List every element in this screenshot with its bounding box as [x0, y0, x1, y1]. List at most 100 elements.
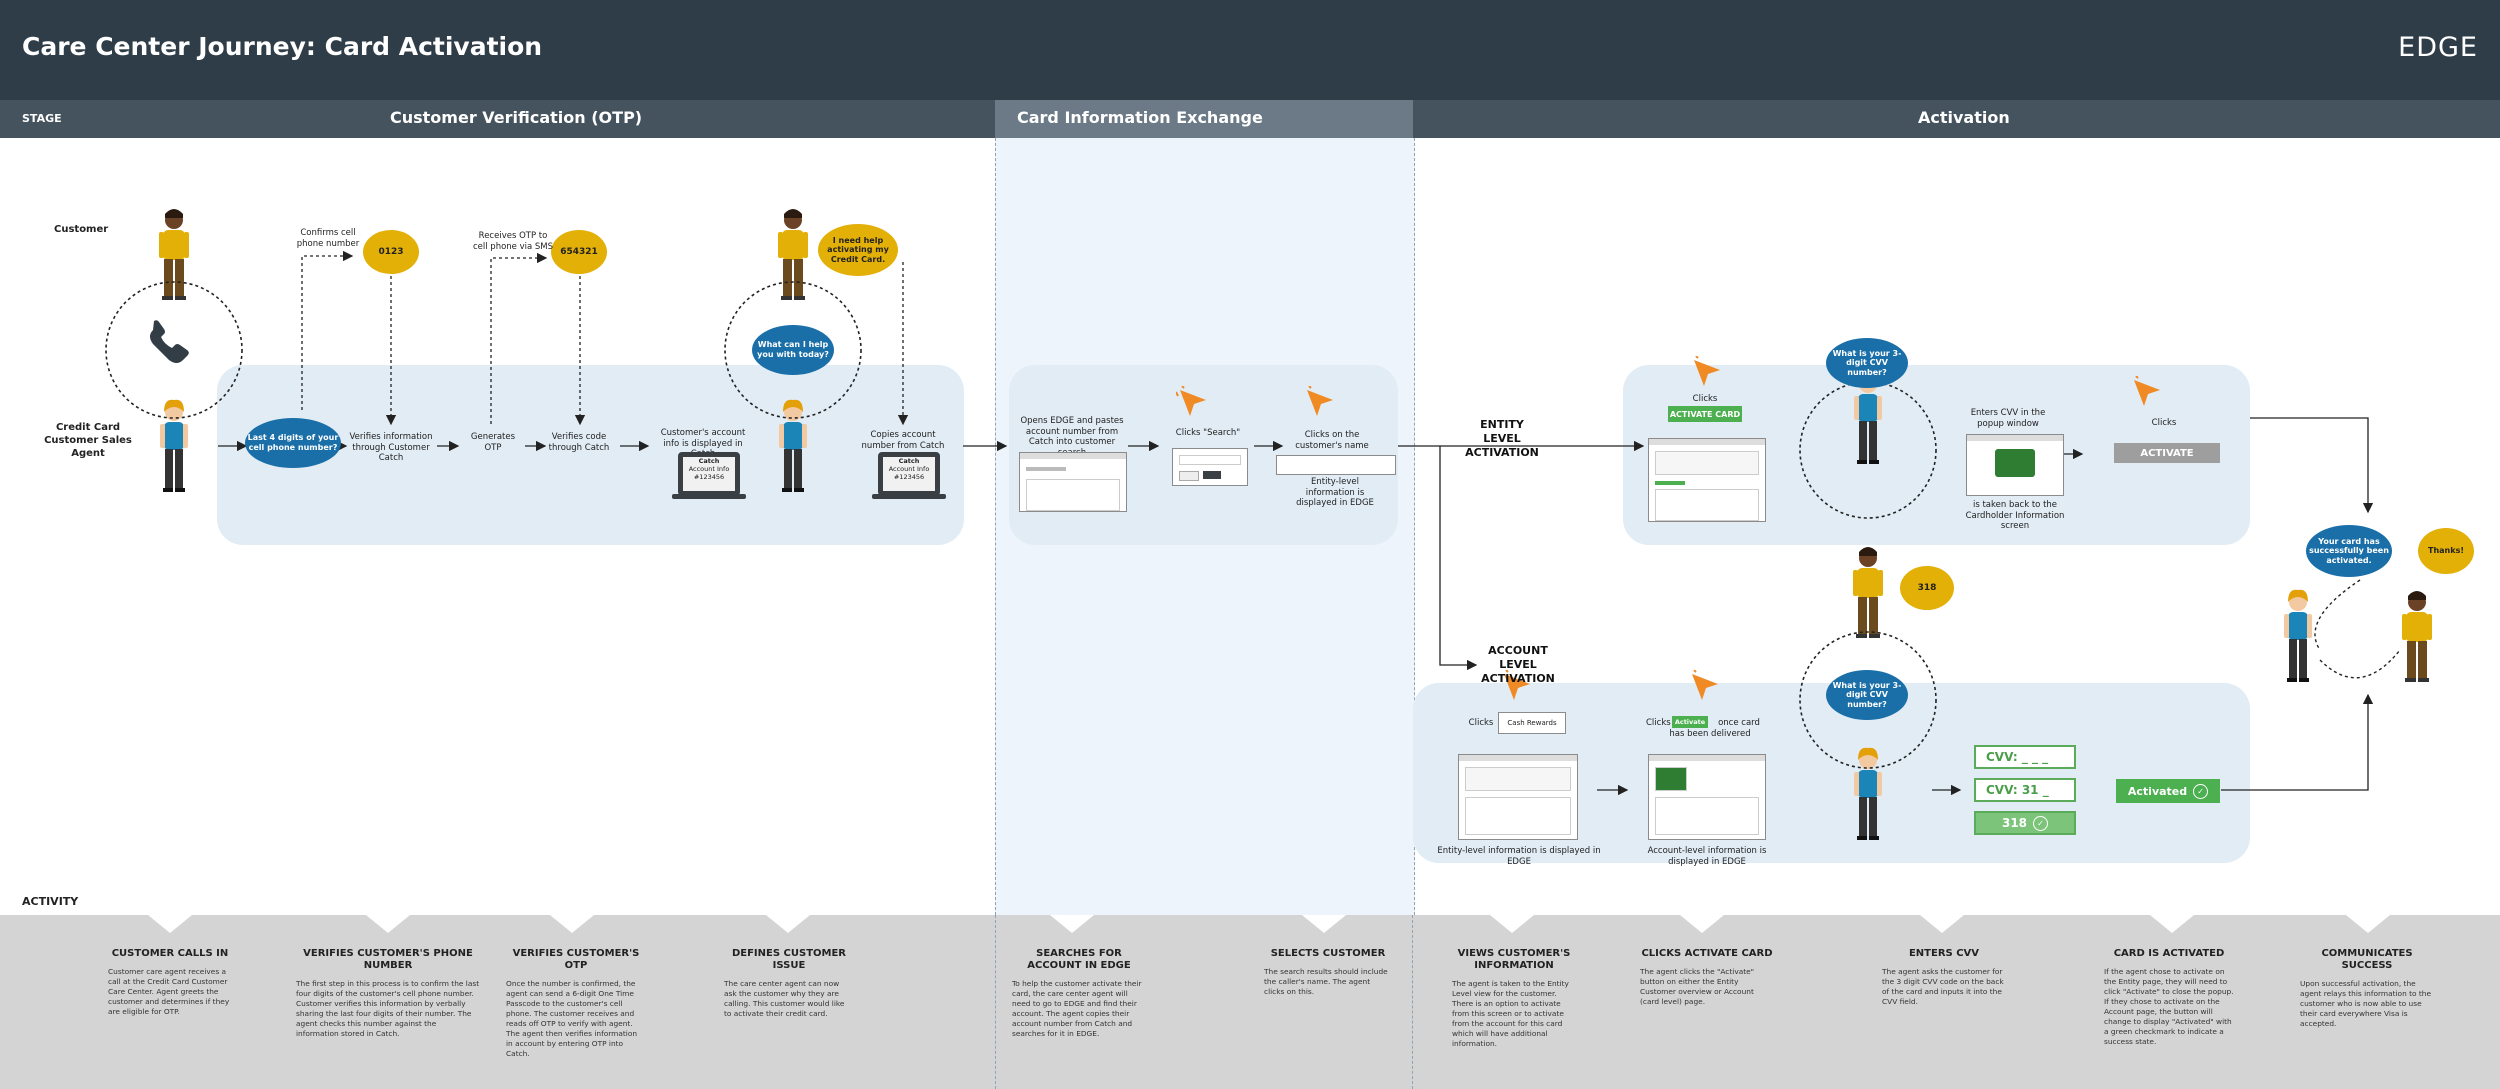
caption-account-displayed: Account-level information is displayed i…	[1647, 846, 1767, 867]
activity-notch	[1050, 915, 1094, 933]
caption-receives-otp: Receives OTP to cell phone via SMS	[472, 231, 554, 252]
entity-level-label: ENTITY LEVEL ACTIVATION	[1465, 418, 1539, 459]
activity-title: DEFINES CUSTOMER ISSUE	[731, 948, 847, 971]
caption-once-card: once card has been delivered	[1669, 718, 1760, 739]
laptop-title: Catch	[698, 457, 720, 465]
edge-results-row	[1276, 455, 1396, 475]
activity-item: VERIFIES CUSTOMER'S OTP Once the number …	[506, 948, 646, 1059]
activity-title: SELECTS CUSTOMER	[1270, 948, 1386, 959]
role-agent: Credit Card Customer Sales Agent	[44, 422, 132, 459]
activity-title: VIEWS CUSTOMER'S INFORMATION	[1457, 948, 1571, 971]
activity-notch	[148, 915, 192, 933]
brand-logo: EDGE	[2398, 32, 2478, 63]
activity-desc: The agent clicks the "Activate" button o…	[1640, 967, 1755, 1006]
page-title: Care Center Journey: Card Activation	[22, 32, 543, 61]
stage-highlight	[995, 100, 1413, 138]
activity-title: SEARCHES FOR ACCOUNT IN EDGE	[1027, 948, 1131, 971]
bubble-cvv-question-entity: What is your 3-digit CVV number?	[1826, 338, 1908, 388]
activity-desc: Customer care agent receives a call at t…	[108, 967, 230, 1016]
activity-desc: Once the number is confirmed, the agent …	[506, 979, 638, 1058]
activity-item: CARD IS ACTIVATED If the agent chose to …	[2104, 948, 2234, 1047]
cvv-field-empty[interactable]: CVV: _ _ _	[1974, 745, 2076, 769]
activity-title: COMMUNICATES SUCCESS	[2321, 948, 2413, 971]
agent-lane-verification	[217, 365, 964, 545]
activity-desc: To help the customer activate their card…	[1012, 979, 1142, 1038]
stage-activation: Activation	[1918, 108, 2010, 127]
activate-button[interactable]: ACTIVATE	[2114, 443, 2220, 463]
bubble-help-you: What can I help you with today?	[752, 325, 834, 375]
edge-account-screen	[1648, 754, 1766, 840]
activated-button[interactable]: Activated ✓	[2116, 779, 2220, 803]
activity-notch	[1490, 915, 1534, 933]
activity-item: CLICKS ACTIVATE CARD The agent clicks th…	[1640, 948, 1774, 1007]
cash-rewards-link[interactable]: Cash Rewards	[1498, 712, 1566, 734]
activity-title: CARD IS ACTIVATED	[2113, 948, 2225, 959]
activity-notch	[2346, 915, 2390, 933]
laptop-number: #123456	[893, 473, 925, 481]
caption-clicks-search: Clicks "Search"	[1175, 428, 1241, 438]
cvv-field-partial[interactable]: CVV: 31 _	[1974, 778, 2076, 802]
activity-desc: The care center agent can now ask the cu…	[724, 979, 845, 1018]
activate-card-button[interactable]: ACTIVATE CARD	[1668, 406, 1742, 422]
cvv-field-complete[interactable]: 318 ✓	[1974, 811, 2076, 835]
activate-small-button[interactable]: Activate	[1672, 716, 1708, 728]
activity-desc: Upon successful activation, the agent re…	[2300, 979, 2432, 1028]
activity-notch	[1302, 915, 1346, 933]
cursor-icon	[2134, 376, 2160, 406]
caption-verifies-info: Verifies information through Customer Ca…	[349, 432, 433, 464]
bubble-success: Your card has successfully been activate…	[2306, 525, 2392, 577]
laptop-line: Account Info	[888, 465, 930, 473]
activity-title: VERIFIES CUSTOMER'S PHONE NUMBER	[303, 948, 473, 971]
bubble-cvv-question-account: What is your 3-digit CVV number?	[1826, 670, 1908, 720]
activity-title: ENTERS CVV	[1908, 948, 1980, 959]
caption-clicks-4: Clicks	[1646, 718, 1671, 728]
activity-item: DEFINES CUSTOMER ISSUE The care center a…	[724, 948, 854, 1019]
edge-search-popup	[1172, 448, 1248, 486]
cvv-popup-screen	[1966, 434, 2064, 496]
activity-title: CLICKS ACTIVATE CARD	[1641, 948, 1773, 959]
cursor-icon	[1307, 386, 1333, 416]
edge-entity-screen	[1648, 438, 1766, 522]
activity-label: ACTIVITY	[22, 895, 79, 908]
cursor-icon	[1176, 386, 1206, 416]
laptop-title: Catch	[898, 457, 920, 465]
header-bar	[0, 0, 2500, 100]
activity-desc: The search results should include the ca…	[1264, 967, 1388, 996]
activity-notch	[2150, 915, 2194, 933]
caption-taken-back: is taken back to the Cardholder Informat…	[1965, 500, 2065, 532]
activity-item: SEARCHES FOR ACCOUNT IN EDGE To help the…	[1012, 948, 1146, 1039]
check-circle-icon: ✓	[2193, 783, 2209, 799]
caption-confirms: Confirms cell phone number	[296, 228, 360, 249]
bubble-cvv-answer: 318	[1900, 566, 1954, 610]
activity-desc: If the agent chose to activate on the En…	[2104, 967, 2234, 1046]
activity-title: CUSTOMER CALLS IN	[111, 948, 229, 959]
activity-notch	[766, 915, 810, 933]
cursor-icon	[1692, 670, 1718, 700]
caption-entity-displayed: Entity-level information is displayed in…	[1296, 477, 1374, 509]
activated-label: Activated	[2127, 784, 2188, 798]
stage-customer-verification: Customer Verification (OTP)	[390, 108, 643, 127]
laptop-line: Account Info	[688, 465, 730, 473]
cursor-icon	[1504, 670, 1530, 700]
activity-notch	[366, 915, 410, 933]
cursor-icon	[1694, 356, 1720, 386]
laptop-base-2	[872, 494, 946, 499]
caption-clicks: Clicks	[1692, 394, 1718, 404]
activity-notch	[550, 915, 594, 933]
role-customer: Customer	[54, 224, 109, 235]
edge-search-screen	[1019, 452, 1127, 512]
bubble-code-654321: 654321	[551, 230, 607, 274]
activity-panel	[0, 915, 2500, 1089]
activity-item: VIEWS CUSTOMER'S INFORMATION The agent i…	[1452, 948, 1576, 1049]
activity-divider	[995, 915, 1413, 1089]
laptop-base	[672, 494, 746, 499]
bubble-thanks: Thanks!	[2418, 528, 2474, 574]
edge-entity-screen-2	[1458, 754, 1578, 840]
activity-title: VERIFIES CUSTOMER'S OTP	[512, 948, 640, 971]
laptop-number: #123456	[693, 473, 725, 481]
activity-notch	[1680, 915, 1724, 933]
bubble-last4: Last 4 digits of your cell phone number?	[245, 418, 341, 468]
account-level-label: ACCOUNT LEVEL ACTIVATION	[1481, 644, 1555, 685]
check-circle-icon: ✓	[2033, 815, 2049, 831]
caption-clicks-name: Clicks on the customer's name	[1295, 430, 1369, 451]
